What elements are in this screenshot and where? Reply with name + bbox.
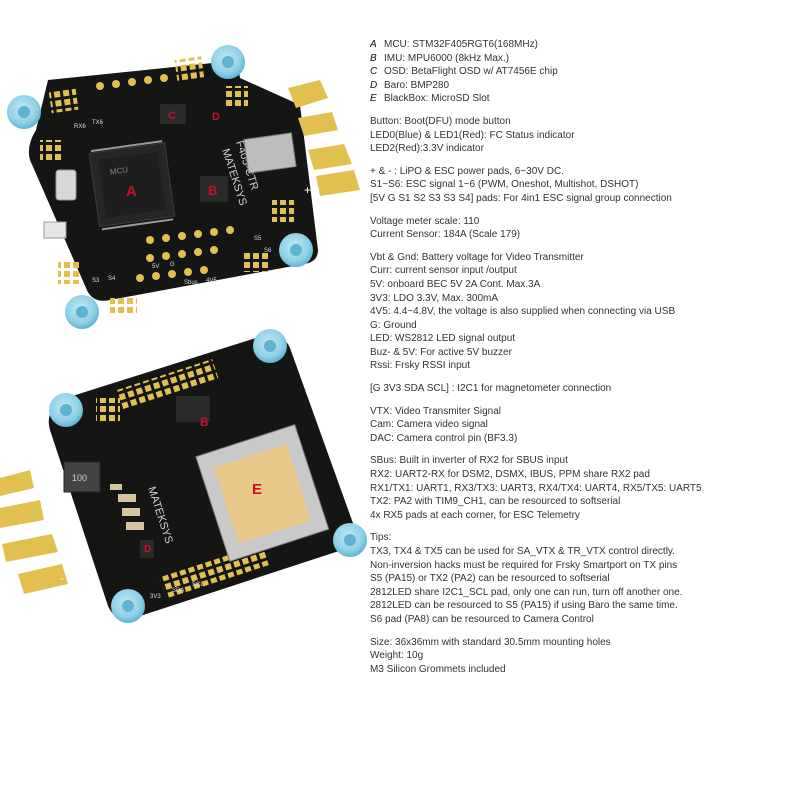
spec-line: DAC: Camera control pin (BF3.3) xyxy=(370,432,518,444)
pad-s3: S3 xyxy=(92,278,100,284)
legend-text: BlackBox: MicroSD Slot xyxy=(384,93,490,105)
spec-line: SBus: Built in inverter of RX2 for SBUS … xyxy=(370,455,568,467)
pad-s6: S6 xyxy=(264,248,272,254)
spec-line: Vbt & Gnd: Battery voltage for Video Tra… xyxy=(370,251,584,263)
pad-plus-bottom: + xyxy=(60,519,67,533)
spec-list: A MCU: STM32F405RGT6(168MHz) B IMU: MPU600… xyxy=(370,38,795,676)
spec-line: + & - : LiPO & ESC power pads, 6~30V DC. xyxy=(370,165,564,177)
legend-key: A xyxy=(370,39,377,50)
spec-line: Rssi: Frsky RSSI input xyxy=(370,360,471,372)
spec-line: S1~S6: ESC signal 1~6 (PWM, Oneshot, Mul… xyxy=(370,179,639,191)
tips-section: Tips: TX3, TX4 & TX5 can be used for SA_… xyxy=(370,531,795,626)
sensor-section: Voltage meter scale: 110 Current Sensor:… xyxy=(370,215,795,242)
spec-line: Curr: current sensor input /output xyxy=(370,265,517,277)
pad-rx6: RX6 xyxy=(74,124,86,130)
size-section: Size: 36x36mm with standard 30.5mm mount… xyxy=(370,636,795,677)
product-photo: MCU A B C D MATEKSYS F405-CTR + - RX6 TX… xyxy=(0,45,367,623)
spec-line: 4x RX5 pads at each corner, for ESC Tele… xyxy=(370,509,580,521)
bottom-flight-controller: E 100 B D MATEKSYS SDA SCL 3V3 + - xyxy=(0,329,367,623)
spec-line: 5V: onboard BEC 5V 2A Cont. Max.3A xyxy=(370,278,541,290)
indicator-section: Button: Boot(DFU) mode button LED0(Blue)… xyxy=(370,115,795,156)
pad-5v: 5V xyxy=(152,264,159,270)
mark-d: D xyxy=(212,111,220,123)
legend-key: C xyxy=(370,66,378,78)
legend-item: B IMU: MPU6000 (8kHz Max.) xyxy=(370,52,795,66)
pad-sda: SDA xyxy=(172,588,184,594)
spec-line: LED2(Red):3.3V indicator xyxy=(370,143,484,155)
mark-b-bottom: B xyxy=(200,415,209,429)
spec-line: Button: Boot(DFU) mode button xyxy=(370,115,511,127)
legend-item: A MCU: STM32F405RGT6(168MHz) xyxy=(370,38,795,52)
legend-text: IMU: MPU6000 (8kHz Max.) xyxy=(384,52,510,64)
spec-line: LED0(Blue) & LED1(Red): FC Status indica… xyxy=(370,129,575,141)
legend-item: D Baro: BMP280 xyxy=(370,79,795,93)
legend-key: D xyxy=(370,79,378,91)
pad-scl: SCL xyxy=(192,582,204,588)
legend-key: E xyxy=(370,93,377,105)
legend-item: E BlackBox: MicroSD Slot xyxy=(370,92,795,106)
mark-b: B xyxy=(208,183,217,198)
component-legend: A MCU: STM32F405RGT6(168MHz) B IMU: MPU600… xyxy=(370,38,795,106)
spec-line: [5V G S1 S2 S3 S3 S4] pads: For 4in1 ESC… xyxy=(370,192,672,204)
spec-line: S5 (PA15) or TX2 (PA2) can be resourced … xyxy=(370,573,610,585)
spec-line: TX3, TX4 & TX5 can be used for SA_VTX & … xyxy=(370,546,675,557)
spec-line: TX2: PA2 with TIM9_CH1, can be resourced… xyxy=(370,496,621,508)
mark-d-bottom: D xyxy=(144,544,151,555)
spec-line: Buz- & 5V: For active 5V buzzer xyxy=(370,346,512,358)
spec-line: Non-inversion hacks must be required for… xyxy=(370,559,678,571)
spec-line: 4V5: 4.4~4.8V, the voltage is also suppl… xyxy=(370,306,676,318)
top-flight-controller: MCU A B C D MATEKSYS F405-CTR + - RX6 TX… xyxy=(7,45,360,329)
legend-key: B xyxy=(370,52,377,64)
pad-minus-top: - xyxy=(330,97,334,111)
spec-line: VTX: Video Transmiter Signal xyxy=(370,405,501,417)
pad-3v3: 3V3 xyxy=(150,594,161,600)
spec-line: RX1/TX1: UART1, RX3/TX3: UART3, RX4/TX4:… xyxy=(370,482,702,494)
pad-g: G xyxy=(170,262,175,268)
mark-c: C xyxy=(168,110,176,122)
spec-line: G: Ground xyxy=(370,319,417,331)
spec-line: M3 Silicon Grommets included xyxy=(370,663,506,675)
legend-text: MCU: STM32F405RGT6(168MHz) xyxy=(384,39,538,50)
mcu-chip-label: MCU xyxy=(109,165,129,176)
pad-minus-bottom: - xyxy=(60,571,64,585)
spec-line: [G 3V3 SDA SCL] : I2C1 for magnetometer … xyxy=(370,383,612,395)
capacitor-label: 100 xyxy=(72,473,87,483)
mark-a: A xyxy=(126,183,137,200)
video-section: VTX: Video Transmiter Signal Cam: Camera… xyxy=(370,405,795,446)
spec-line: Current Sensor: 184A (Scale 179) xyxy=(370,229,521,241)
pad-sbus: Sbus xyxy=(184,280,198,286)
pads-section: Vbt & Gnd: Battery voltage for Video Tra… xyxy=(370,251,795,373)
spec-line: 2812LED share I2C1_SCL pad, only one can… xyxy=(370,586,683,598)
uart-section: SBus: Built in inverter of RX2 for SBUS … xyxy=(370,454,795,522)
pad-4v5: 4V5 xyxy=(206,278,217,284)
top-pcb xyxy=(28,61,318,301)
tips-heading: Tips: xyxy=(370,532,392,544)
spec-line: Size: 36x36mm with standard 30.5mm mount… xyxy=(370,636,611,648)
pad-s4: S4 xyxy=(108,276,116,282)
spec-line: 3V3: LDO 3.3V, Max. 300mA xyxy=(370,292,499,304)
spec-line: Voltage meter scale: 110 xyxy=(370,215,480,227)
legend-text: OSD: BetaFlight OSD w/ AT7456E chip xyxy=(384,66,558,78)
spec-line: RX2: UART2-RX for DSM2, DSMX, IBUS, PPM … xyxy=(370,469,650,481)
spec-line: LED: WS2812 LED signal output xyxy=(370,333,516,345)
pad-tx6: TX6 xyxy=(92,120,104,126)
spec-line: Cam: Camera video signal xyxy=(370,419,488,431)
spec-line: 2812LED can be resourced to S5 (PA15) if… xyxy=(370,600,678,612)
pad-plus-top: + xyxy=(304,183,311,197)
mark-e: E xyxy=(252,481,262,498)
pad-s5: S5 xyxy=(254,236,262,242)
legend-item: C OSD: BetaFlight OSD w/ AT7456E chip xyxy=(370,65,795,79)
legend-text: Baro: BMP280 xyxy=(384,79,450,91)
spec-line: S6 pad (PA8) can be resourced to Camera … xyxy=(370,613,594,625)
power-section: + & - : LiPO & ESC power pads, 6~30V DC.… xyxy=(370,165,795,206)
i2c-section: [G 3V3 SDA SCL] : I2C1 for magnetometer … xyxy=(370,382,795,396)
spec-line: Weight: 10g xyxy=(370,650,424,662)
